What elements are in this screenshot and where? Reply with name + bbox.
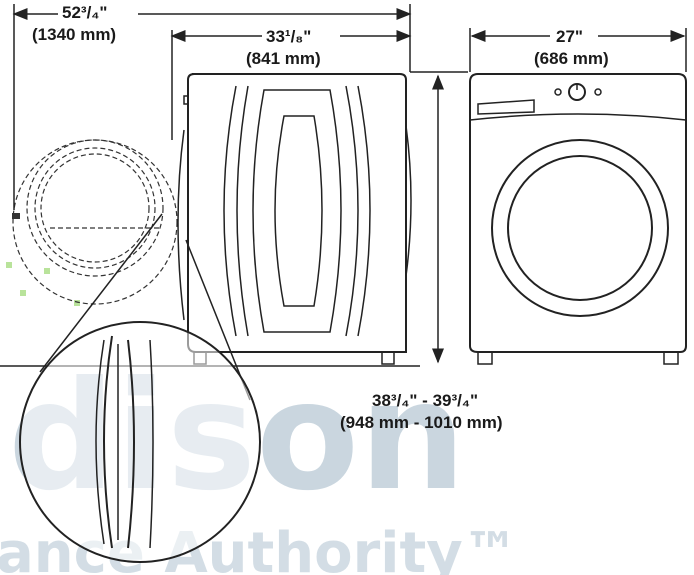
- door-swing-outline: [12, 139, 178, 305]
- door-outer-ring: [491, 139, 669, 317]
- dryer-side-view: [177, 73, 412, 365]
- dimension-lines: [12, 4, 687, 364]
- accent-dots: [6, 262, 80, 306]
- hinge-icon: [12, 213, 20, 219]
- width-metric: (686 mm): [534, 49, 609, 68]
- door-glass: [507, 155, 653, 301]
- detail-magnifier: [19, 213, 261, 563]
- height-metric: (948 mm - 1010 mm): [340, 413, 503, 432]
- dimension-labels: 52³/₄" (1340 mm) 33¹/₈" (841 mm) 27" (68…: [32, 2, 609, 432]
- depth-imperial: 33¹/₈": [266, 27, 311, 46]
- door-open-depth-imperial: 52³/₄": [62, 3, 107, 22]
- door-open-depth-metric: (1340 mm): [32, 25, 116, 44]
- width-imperial: 27": [556, 27, 583, 46]
- dryer-front-view: [469, 73, 687, 365]
- detergent-drawer: [477, 99, 535, 115]
- depth-metric: (841 mm): [246, 49, 321, 68]
- height-imperial: 38³/₄" - 39³/₄": [372, 391, 478, 410]
